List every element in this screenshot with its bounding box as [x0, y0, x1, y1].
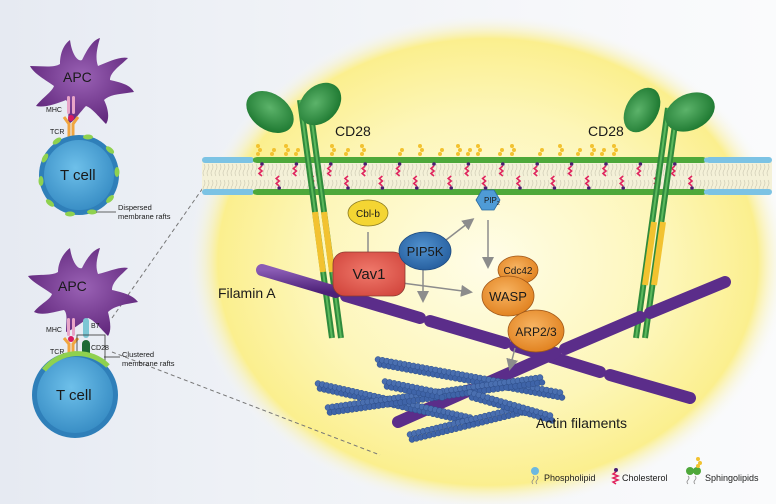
- cd28-label-left: CD28: [335, 123, 371, 139]
- phospholipid-icon: [531, 467, 539, 475]
- lipid-bilayer: [202, 144, 772, 195]
- pip2-node[interactable]: PIP2: [475, 189, 501, 211]
- arp23-node[interactable]: ARP2/3: [507, 309, 565, 353]
- dispersed-rafts-label-2: membrane rafts: [118, 212, 171, 221]
- tcell-label-bottom: T cell: [56, 387, 92, 404]
- actin-filaments: [314, 356, 566, 443]
- legend: Phospholipid Cholesterol Sphingolipids: [531, 457, 759, 485]
- zoom-line-bottom: [111, 351, 381, 456]
- cd28-label-right: CD28: [588, 123, 624, 139]
- actin-strand: [381, 378, 446, 401]
- legend-label: Cholesterol: [622, 473, 668, 483]
- legend-label: Phospholipid: [544, 473, 596, 483]
- legend-item-cholesterol: Cholesterol: [610, 468, 668, 485]
- cd28-receptor-right: CD28: [588, 87, 715, 339]
- pip2-label: PIP2: [484, 196, 500, 207]
- clustered-rafts-label-2: membrane rafts: [122, 359, 175, 368]
- actin-strand: [374, 356, 566, 401]
- sphingolipid-icon: [686, 467, 694, 475]
- apc-label-top: APC: [63, 69, 92, 85]
- legend-item-phospholipid: Phospholipid: [531, 467, 596, 485]
- tcr-label-bottom: TCR: [50, 349, 64, 356]
- arp23-label: ARP2/3: [515, 325, 557, 339]
- cholesterol-icon: [610, 471, 621, 485]
- cdc42-label: Cdc42: [504, 266, 533, 277]
- cblb-node[interactable]: Cbl-b: [347, 199, 389, 227]
- cd28-label-small: CD28: [91, 345, 109, 352]
- legend-item-sphingolipids: Sphingolipids: [686, 457, 759, 485]
- clustered-rafts-label-1: Clustered: [122, 350, 154, 359]
- mhc-label-top: MHC: [46, 107, 62, 114]
- vav1-label: Vav1: [352, 266, 385, 283]
- mhc-tcr-top: MHC TCR: [46, 96, 80, 140]
- tcell-top: T cell Dispersed membrane rafts: [38, 134, 171, 221]
- actin-strand: [466, 389, 556, 424]
- actin-filaments-label: Actin filaments: [536, 415, 627, 431]
- legend-label: Sphingolipids: [705, 473, 759, 483]
- mhc-label-bottom: MHC: [46, 327, 62, 334]
- tcr-label-top: TCR: [50, 129, 64, 136]
- vav1-node[interactable]: Vav1: [332, 251, 406, 297]
- wasp-label: WASP: [489, 289, 527, 304]
- cd28-receptor-left: CD28: [246, 82, 371, 339]
- cell-interior-glow: [188, 14, 776, 504]
- tcell-bottom: T cell Clustered membrane rafts: [32, 350, 175, 438]
- tcell-label-top: T cell: [60, 167, 96, 184]
- filamin-a-label: Filamin A: [218, 285, 276, 301]
- dispersed-rafts-label-1: Dispersed: [118, 203, 152, 212]
- zoom-line-top: [111, 184, 206, 319]
- pip5k-node[interactable]: PIP5K: [398, 231, 452, 271]
- pip5k-label: PIP5K: [407, 244, 444, 259]
- apc-cell-top: APC: [30, 38, 134, 124]
- wasp-node[interactable]: WASP: [481, 275, 535, 317]
- b7-label: B7: [91, 323, 100, 330]
- apc-label-bottom: APC: [58, 278, 87, 294]
- apc-cell-bottom: APC: [28, 248, 138, 336]
- cblb-label: Cbl-b: [356, 209, 380, 220]
